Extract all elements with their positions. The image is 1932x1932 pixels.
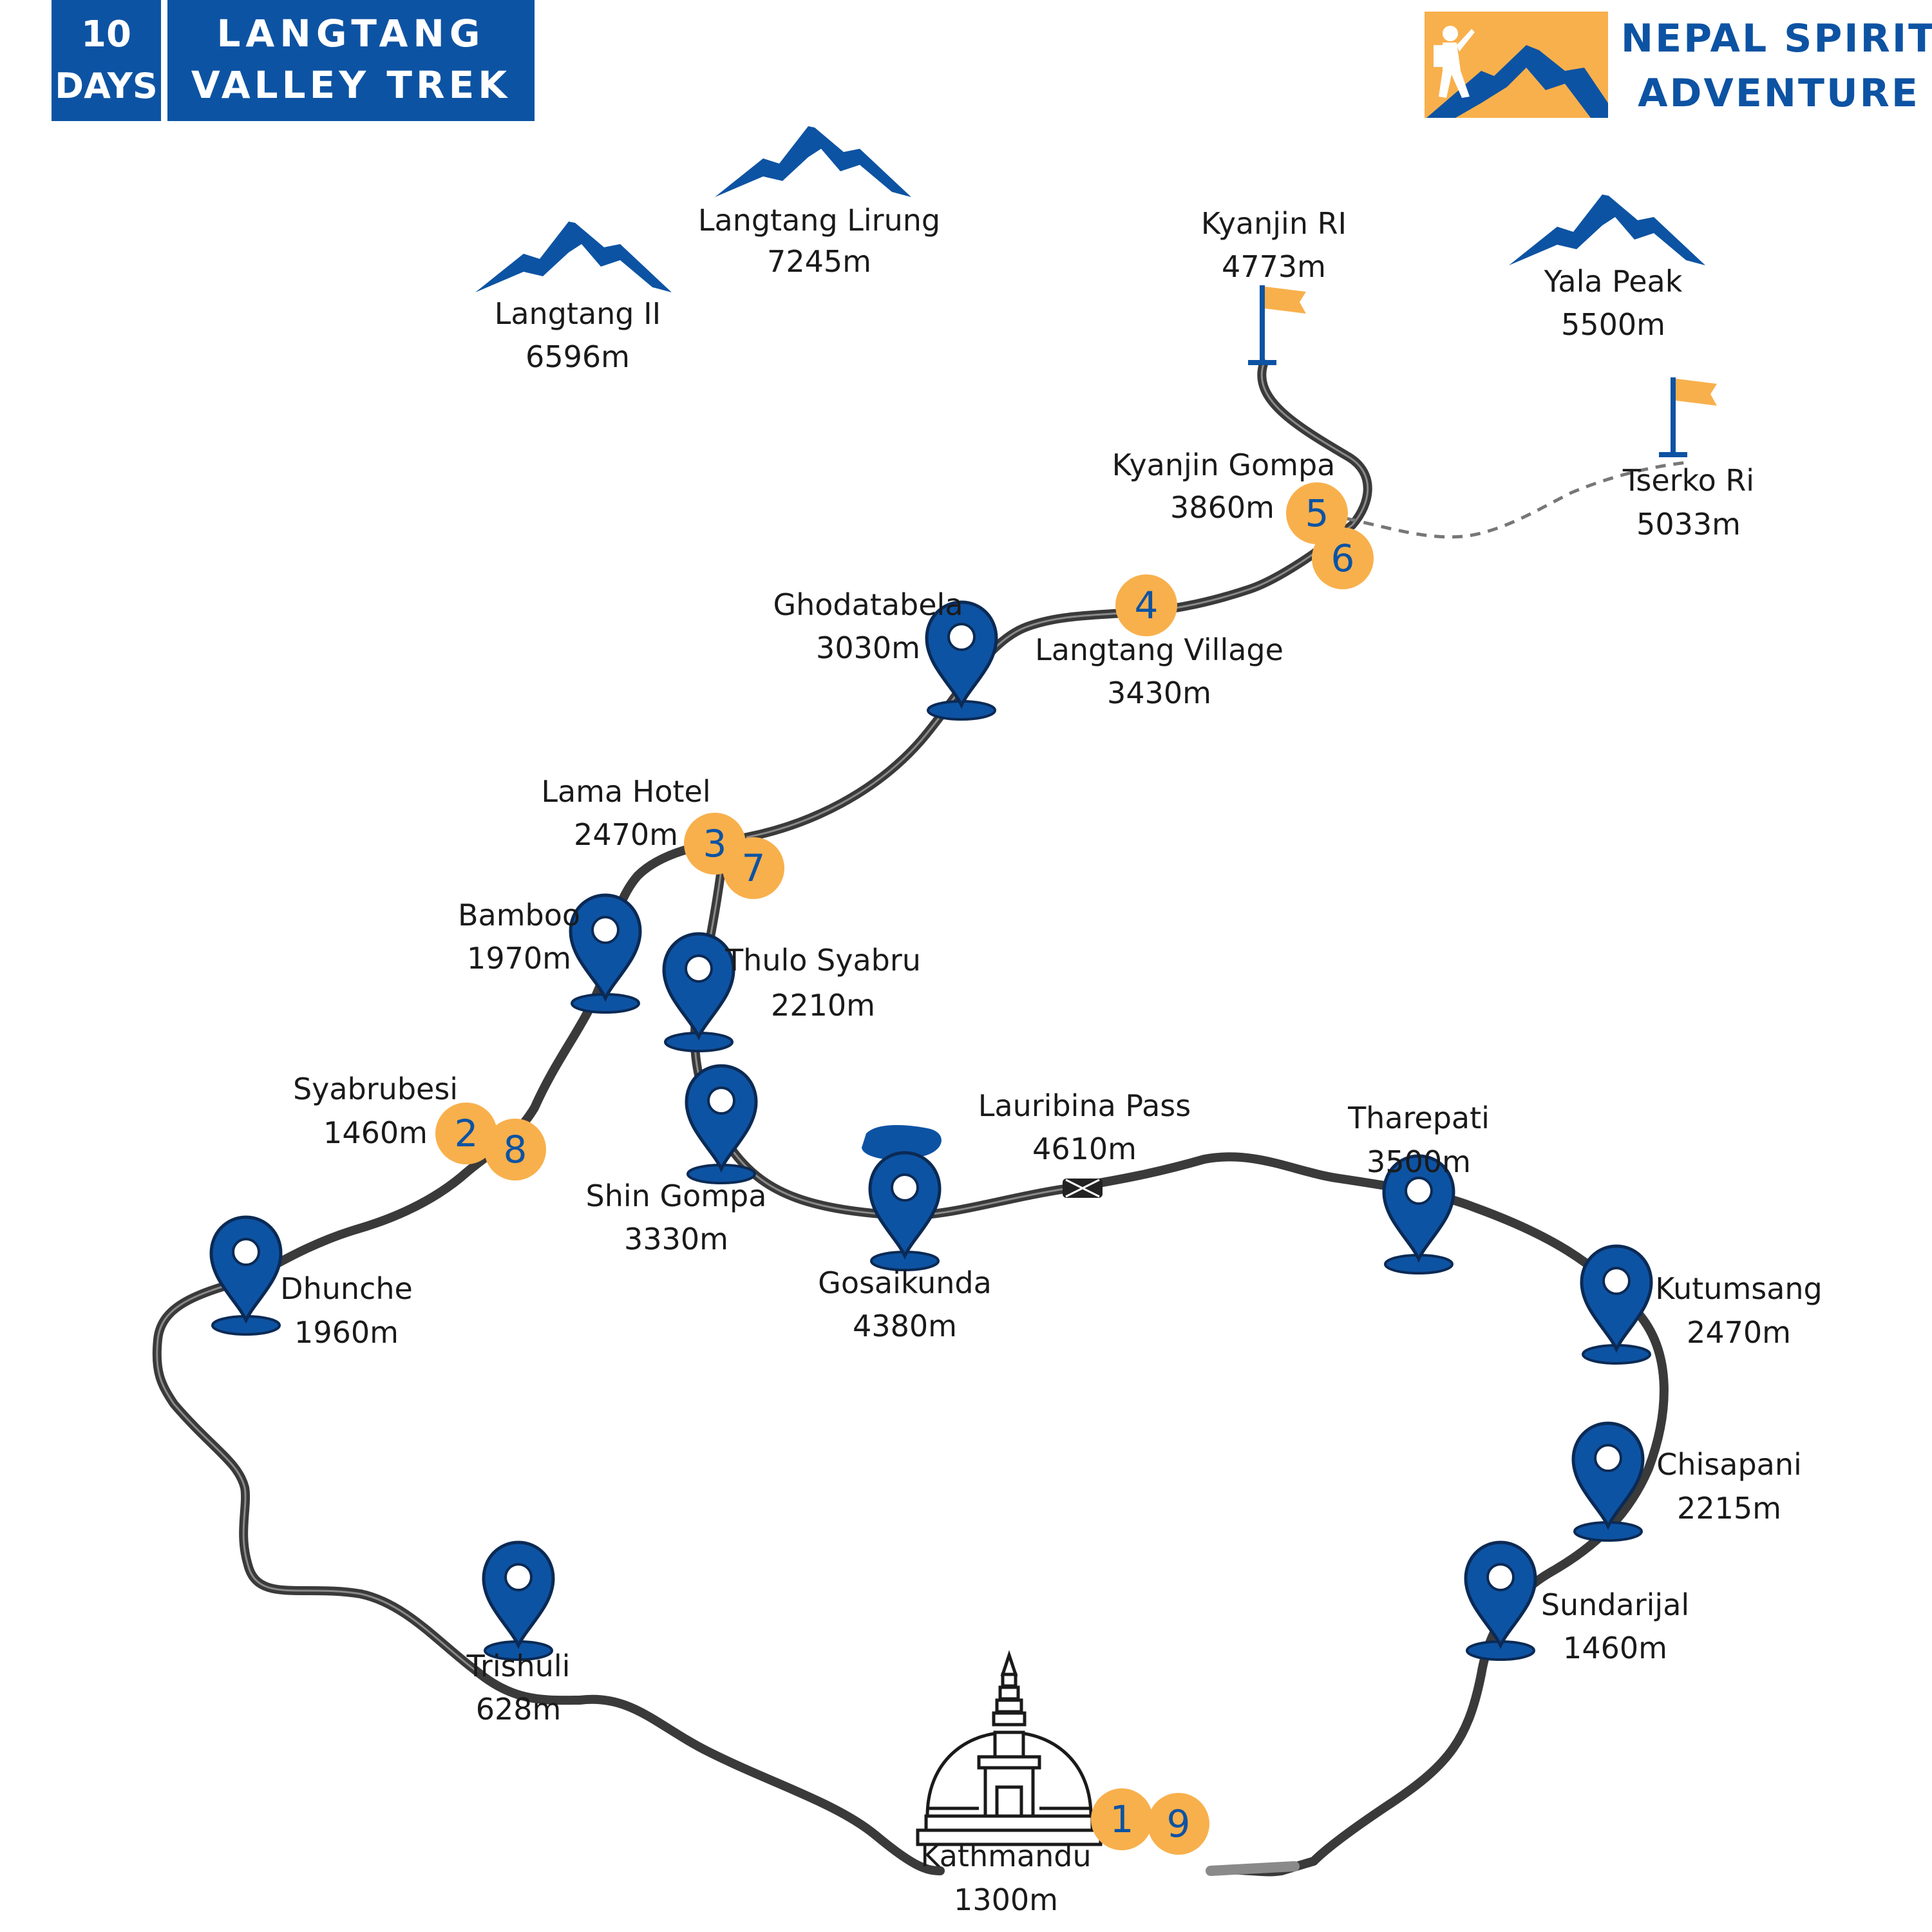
place-name-dhunche: Dhunche — [280, 1271, 413, 1306]
place-elev-trishuli: 628m — [476, 1692, 562, 1727]
day-circle: 4 — [1115, 574, 1177, 636]
day-number: 1 — [1110, 1797, 1134, 1841]
place-name-lama-hotel: Lama Hotel — [541, 774, 710, 809]
day-number: 9 — [1167, 1802, 1191, 1846]
place-elev-sundarijal: 1460m — [1563, 1631, 1667, 1665]
place-elev-lauribina-pass: 4610m — [1032, 1132, 1137, 1166]
days-number: 10 — [81, 14, 131, 55]
day-circle: 5 — [1286, 482, 1348, 544]
mountain-icon-yala-peak — [1509, 194, 1705, 265]
place-name-sundarijal: Sundarijal — [1541, 1587, 1689, 1622]
peak-name-langtang-lirung: Langtang Lirung — [698, 203, 940, 238]
summit-elev-kyanjin-ri: 4773m — [1222, 249, 1326, 284]
peak-name-yala-peak: Yala Peak — [1544, 264, 1683, 299]
flag-icon-kyanjin-ri — [1248, 285, 1306, 365]
day-number: 2 — [455, 1112, 478, 1155]
pass-marker-icon — [1063, 1179, 1103, 1198]
pin-icon-sundarijal — [1466, 1542, 1535, 1660]
day-number: 3 — [703, 822, 727, 866]
day-circle: 8 — [484, 1119, 546, 1180]
stupa-icon — [916, 1650, 1103, 1846]
place-elev-kathmandu: 1300m — [954, 1882, 1058, 1917]
trekker-icon — [1434, 26, 1475, 98]
mountain-icon-langtang-ii — [475, 222, 672, 292]
pin-icon-gosaikunda — [870, 1153, 940, 1270]
title-banner: 10 DAYS LANGTANG VALLEY TREK — [52, 0, 535, 121]
pin-icon-trishuli — [484, 1542, 553, 1660]
place-name-tharepati: Tharepati — [1347, 1101, 1490, 1135]
place-elev-gosaikunda: 4380m — [853, 1309, 957, 1343]
days-word: DAYS — [55, 66, 157, 106]
side-trip-tserko-ri — [1345, 460, 1688, 539]
day-number: 7 — [742, 846, 766, 890]
place-elev-thulo-syabru: 2210m — [771, 988, 875, 1023]
mountain-icon — [1426, 45, 1608, 118]
place-name-gosaikunda: Gosaikunda — [818, 1265, 992, 1300]
place-elev-ghodatabela: 3030m — [816, 630, 920, 665]
place-name-ghodatabela: Ghodatabela — [773, 587, 963, 622]
day-number: 6 — [1331, 536, 1355, 580]
lake-icon — [862, 1125, 942, 1160]
brand-logo: NEPAL SPIRIT ADVENTURE — [1425, 12, 1932, 118]
place-elev-bamboo: 1970m — [467, 941, 571, 976]
place-elev-chisapani: 2215m — [1677, 1491, 1781, 1526]
place-name-kathmandu: Kathmandu — [920, 1839, 1091, 1873]
place-elev-shin-gompa: 3330m — [624, 1222, 728, 1256]
pin-icon-kutumsang — [1582, 1246, 1651, 1363]
pin-icon-chisapani — [1573, 1423, 1643, 1540]
summit-name-kyanjin-ri: Kyanjin RI — [1201, 206, 1347, 241]
place-name-lauribina-pass: Lauribina Pass — [978, 1088, 1191, 1123]
place-name-thulo-syabru: Thulo Syabru — [724, 943, 921, 978]
title-line-2: VALLEY TREK — [191, 63, 511, 107]
place-name-shin-gompa: Shin Gompa — [586, 1179, 767, 1213]
peak-name-langtang-ii: Langtang II — [495, 296, 661, 331]
day-circle: 9 — [1148, 1793, 1209, 1855]
place-name-chisapani: Chisapani — [1656, 1447, 1802, 1482]
mountain-icon-langtang-lirung — [715, 126, 911, 197]
day-circle: 1 — [1091, 1788, 1153, 1850]
pin-icon-dhunche — [211, 1217, 281, 1334]
place-elev-kutumsang: 2470m — [1687, 1315, 1791, 1350]
place-elev-dhunche: 1960m — [294, 1315, 399, 1350]
place-name-trishuli: Trishuli — [466, 1649, 571, 1683]
pin-icon-thulo-syabru — [664, 934, 734, 1051]
brand-line-1: NEPAL SPIRIT — [1621, 16, 1932, 61]
place-name-langtang-village: Langtang Village — [1035, 632, 1283, 667]
summit-name-tserko-ri: Tserko Ri — [1622, 463, 1754, 498]
place-elev-kyanjin-gompa: 3860m — [1170, 490, 1274, 525]
day-number: 8 — [504, 1128, 527, 1171]
day-number: 4 — [1135, 583, 1159, 627]
place-elev-syabrubesi: 1460m — [323, 1115, 428, 1150]
peak-elev-yala-peak: 5500m — [1561, 307, 1665, 342]
place-name-bamboo: Bamboo — [458, 898, 580, 933]
title-line-1: LANGTANG — [216, 12, 485, 55]
day-circle: 2 — [435, 1103, 497, 1164]
place-name-kutumsang: Kutumsang — [1655, 1271, 1823, 1306]
brand-line-2: ADVENTURE — [1638, 71, 1920, 116]
day-number: 5 — [1305, 491, 1329, 535]
place-name-kyanjin-gompa: Kyanjin Gompa — [1112, 448, 1336, 482]
place-name-syabrubesi: Syabrubesi — [293, 1072, 458, 1106]
day-circle: 6 — [1312, 527, 1374, 589]
pin-icon-bamboo — [571, 895, 640, 1012]
place-elev-langtang-village: 3430m — [1107, 676, 1211, 710]
summit-elev-tserko-ri: 5033m — [1636, 507, 1741, 542]
peak-elev-langtang-lirung: 7245m — [767, 244, 871, 279]
place-elev-tharepati: 3500m — [1367, 1144, 1471, 1179]
flag-icon-tserko-ri — [1659, 377, 1717, 457]
day-circle: 7 — [723, 837, 784, 899]
peak-elev-langtang-ii: 6596m — [526, 339, 630, 374]
place-elev-lama-hotel: 2470m — [574, 817, 678, 852]
